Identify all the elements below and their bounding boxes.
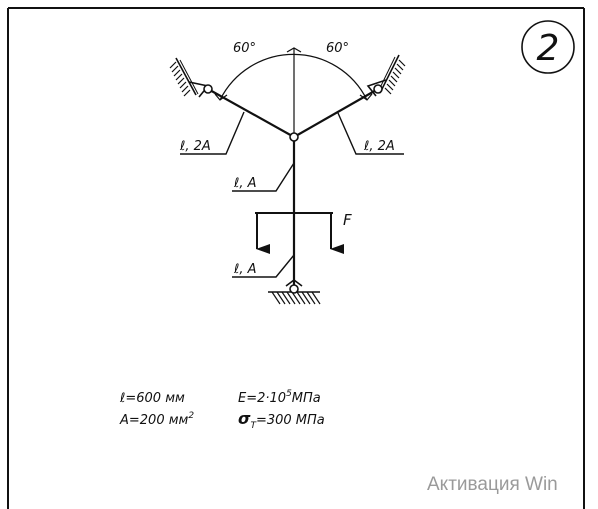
angle-label-left: 60° [233, 41, 256, 56]
member-label-right-upper: ℓ, 2A [363, 139, 395, 154]
ground-support [268, 279, 321, 305]
pin-left [203, 84, 213, 94]
given-length: ℓ=600 мм [119, 391, 185, 406]
left-wall-support [169, 57, 210, 98]
member-label-lower: ℓ, A [233, 262, 257, 277]
sheet-frame [7, 7, 585, 509]
problem-number-badge: 2 [521, 20, 575, 74]
left-upper-bar [207, 88, 295, 138]
load-label: F [343, 211, 352, 229]
member-label-middle: ℓ, A [233, 176, 257, 191]
angle-label-right: 60° [326, 41, 349, 56]
leader-lines [180, 111, 404, 278]
pin-center [289, 132, 299, 142]
right-upper-bar [293, 88, 379, 138]
pin-right [373, 84, 383, 94]
load-beam [255, 212, 344, 254]
member-label-left-upper: ℓ, 2A [179, 139, 211, 154]
windows-activation-watermark: Активация Win [427, 474, 558, 495]
angle-construction [214, 47, 373, 137]
given-modulus: E=2·105МПа [238, 389, 321, 406]
given-data: ℓ=600 мм A=200 мм2 E=2·105МПа σТ=300 МПа [119, 389, 325, 431]
given-yield-stress: σТ=300 МПа [238, 409, 325, 431]
problem-number: 2 [537, 28, 560, 69]
pin-bottom [289, 284, 299, 294]
pins [203, 84, 383, 294]
given-area: A=200 мм2 [119, 411, 194, 428]
